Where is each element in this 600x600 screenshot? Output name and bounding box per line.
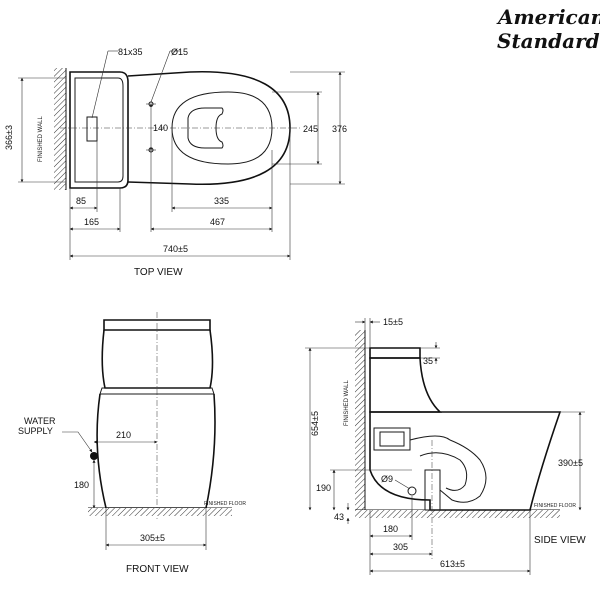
leader-phi15 xyxy=(150,50,171,103)
top-finished-wall-label: FINISHED WALL xyxy=(38,116,44,162)
dim-390: 390±5 xyxy=(558,458,583,468)
side-wall-hatch xyxy=(355,330,365,510)
dim-305-front: 305±5 xyxy=(140,533,165,543)
front-finished-floor-label: FINISHED FLOOR xyxy=(204,501,246,507)
side-trap-inner xyxy=(419,452,468,491)
brand-line-1: American xyxy=(496,5,600,29)
side-finished-floor-label: FINISHED FLOOR xyxy=(534,503,576,509)
dim-467: 467 xyxy=(210,217,225,227)
water-supply-label-2: SUPPLY xyxy=(18,426,53,436)
brand-line-2: Standard xyxy=(497,29,600,53)
side-outlet xyxy=(424,469,441,511)
front-view-label: FRONT VIEW xyxy=(126,564,189,575)
dim-165: 165 xyxy=(84,217,99,227)
front-tank xyxy=(101,329,214,389)
side-valve-inner xyxy=(379,431,405,447)
dim-35: 35 xyxy=(423,356,433,366)
dim-654: 654±5 xyxy=(310,411,320,436)
dim-190: 190 xyxy=(316,483,331,493)
front-floor-hatch xyxy=(88,508,232,516)
dim-phi15: Ø15 xyxy=(171,47,188,57)
brand-logo: American Standard xyxy=(496,5,600,53)
dim-210: 210 xyxy=(116,430,131,440)
side-tank xyxy=(369,357,443,413)
dim-180-side: 180 xyxy=(383,524,398,534)
front-view: FINISHED FLOOR WATER SUPPLY 210 180 305±… xyxy=(18,312,246,575)
dim-15: 15±5 xyxy=(383,317,403,327)
dim-85: 85 xyxy=(76,196,86,206)
leader-phi9 xyxy=(394,479,411,490)
side-trapway xyxy=(409,435,487,503)
top-view-label: TOP VIEW xyxy=(134,267,183,278)
side-bowl xyxy=(369,411,562,511)
dim-43: 43 xyxy=(334,512,344,522)
side-floor-hatch xyxy=(355,510,560,518)
front-bowl xyxy=(96,393,216,509)
water-supply-point xyxy=(90,452,98,460)
side-view-label: SIDE VIEW xyxy=(534,535,586,546)
top-wall-hatch xyxy=(54,68,66,190)
dim-740: 740±5 xyxy=(163,244,188,254)
dim-613: 613±5 xyxy=(440,559,465,569)
water-supply-leader xyxy=(62,431,93,453)
dim-305-side: 305 xyxy=(393,542,408,552)
side-view: FINISHED WALL FINISHED FLOOR 15±5 35 xyxy=(305,317,586,575)
tank-outline xyxy=(69,71,129,189)
dim-366: 366±3 xyxy=(4,125,14,150)
dim-245: 245 xyxy=(303,124,318,134)
dim-140: 140 xyxy=(153,123,168,133)
button-rect xyxy=(86,116,98,142)
water-supply-label-1: WATER xyxy=(24,416,56,426)
side-lid xyxy=(369,347,421,359)
dim-180-front: 180 xyxy=(74,480,89,490)
dim-376: 376 xyxy=(332,124,347,134)
dim-81x35: 81x35 xyxy=(118,47,143,57)
dim-335: 335 xyxy=(214,196,229,206)
leader-81x35 xyxy=(91,50,109,119)
side-finished-wall-label: FINISHED WALL xyxy=(344,380,350,426)
side-valve-box xyxy=(373,427,411,451)
top-view: FINISHED WALL 81x35 Ø15 140 xyxy=(4,47,347,278)
tank-inner-outline xyxy=(74,77,124,183)
dim-phi9: Ø9 xyxy=(381,474,393,484)
side-inlet-circle xyxy=(407,486,417,496)
